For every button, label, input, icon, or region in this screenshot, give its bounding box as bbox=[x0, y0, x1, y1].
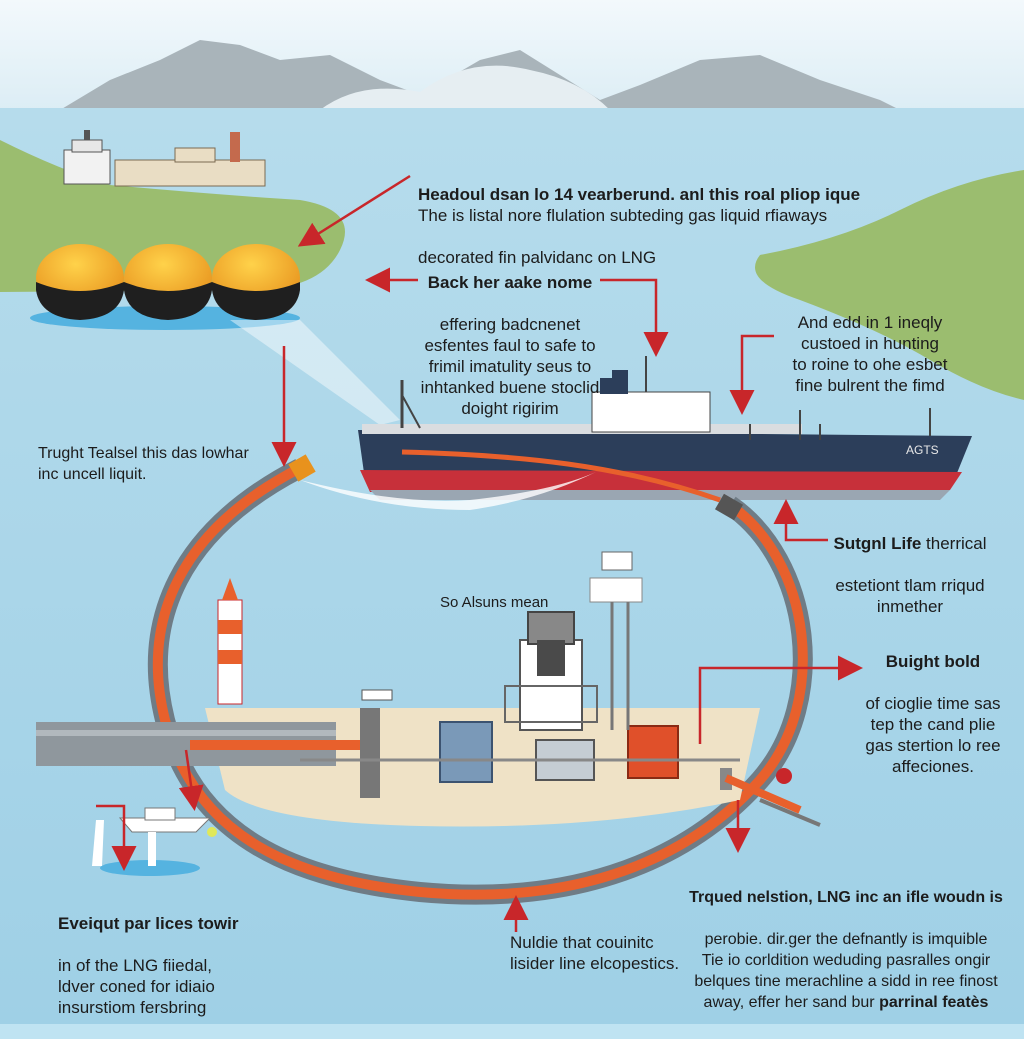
callout-top-line3: decorated fin palvidanc on LNG bbox=[418, 248, 657, 267]
callout-left-mid: Trught Tealsel this das lowhar inc uncel… bbox=[38, 422, 278, 485]
callout-sutgnl-body: estetiont tlam rriqud inmether bbox=[835, 576, 985, 616]
unloading-arm bbox=[720, 768, 821, 827]
beam bbox=[230, 320, 400, 425]
callout-mid-bottom: Nuldie that couinitc lisider line elcope… bbox=[510, 933, 680, 973]
callout-arrows bbox=[96, 174, 863, 932]
callout-sutgnl-title-rest: therrical bbox=[921, 534, 987, 553]
callout-sutgnl-title: Sutgnl Life bbox=[833, 534, 922, 553]
callout-tq: Trqued nelstion, LNG inc an ifle woudn i… bbox=[676, 866, 1016, 1034]
lng-storage-tanks bbox=[30, 244, 300, 330]
callout-right-top: And edd in 1 ineqly custoed in hunting t… bbox=[792, 313, 948, 395]
pipeline-loop bbox=[147, 449, 813, 905]
callout-top: Headoul dsan lo 14 vearberund. anl this … bbox=[418, 163, 938, 289]
wake bbox=[300, 470, 600, 510]
callout-left-mid-text: Trught Tealsel this das lowhar inc uncel… bbox=[38, 445, 249, 483]
cloud bbox=[320, 65, 610, 110]
callout-top-line2: The is listal nore flulation subteding g… bbox=[418, 206, 828, 225]
port-buildings bbox=[63, 130, 266, 187]
callout-bright-title: Buight bold bbox=[885, 652, 981, 671]
callout-back-body: effering badcnenet esfentes faul to safe… bbox=[420, 315, 600, 418]
callout-eve-body: in of the LNG fiiedal, ldver coned for i… bbox=[58, 956, 215, 1017]
callout-tq-body: perobie. dir.ger the defnantly is imquib… bbox=[694, 931, 998, 1011]
ship-name: AGTS bbox=[906, 443, 939, 457]
center-label: So Alsuns mean bbox=[440, 594, 549, 611]
callout-top-heading-bold: Headoul dsan lo 14 vearberund. anl this … bbox=[418, 185, 860, 204]
callout-eve: Eveiqut par lices towir in of the LNG fi… bbox=[58, 892, 278, 1039]
callout-tq-title: Trqued nelstion, LNG inc an ifle woudn i… bbox=[689, 889, 1003, 906]
callout-tq-bold: parrinal featès bbox=[879, 994, 989, 1011]
callout-eve-title: Eveiqut par lices towir bbox=[58, 914, 239, 933]
right-island bbox=[755, 170, 1024, 400]
callout-back: Back her aake nome effering badcnenet es… bbox=[400, 251, 620, 440]
callout-top-heading: Headoul dsan lo 14 vearberund. anl this … bbox=[418, 185, 861, 204]
callout-sutgnl: Sutgnl Life therrical estetiont tlam rri… bbox=[820, 512, 1000, 638]
terminal-platform bbox=[36, 551, 760, 827]
callout-bright: Buight bold of cioglie time sas tep the … bbox=[858, 630, 1008, 798]
callout-tq-body-wrap: perobie. dir.ger the defnantly is imquib… bbox=[676, 929, 1016, 1013]
callout-back-title: Back her aake nome bbox=[427, 273, 593, 292]
callout-bright-body: of cioglie time sas tep the cand plie ga… bbox=[865, 694, 1001, 776]
